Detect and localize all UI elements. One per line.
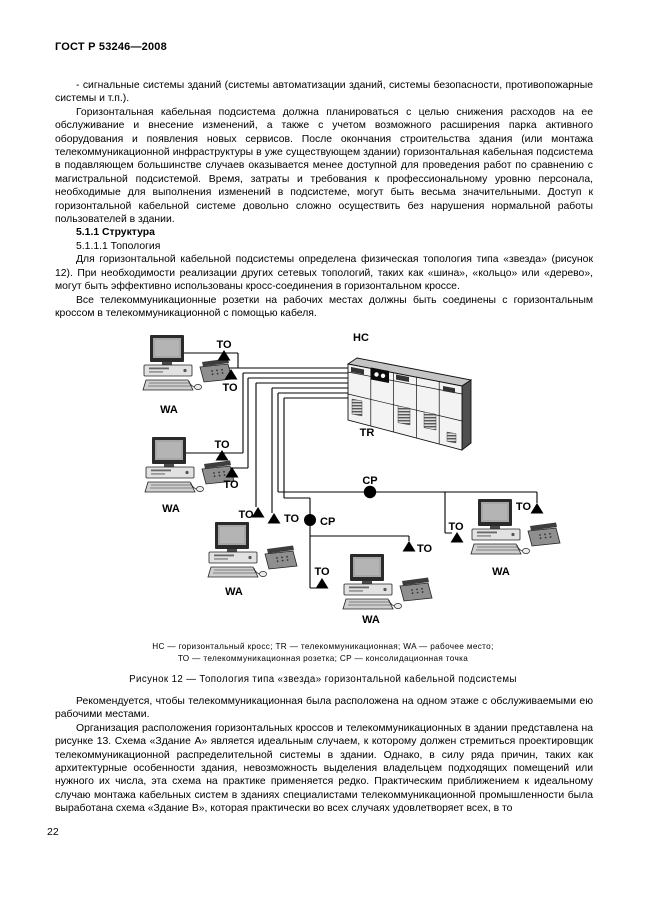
paragraph: - сигнальные системы зданий (системы авт…	[55, 80, 593, 105]
cp-label: CP	[320, 516, 335, 528]
to-connectors	[215, 350, 544, 589]
to-label: TO	[214, 439, 230, 451]
paragraph: Для горизонтальной кабельной подсистемы …	[55, 254, 593, 293]
workstation-icon	[342, 553, 433, 610]
wa-label: WA	[492, 566, 510, 578]
topology-diagram: НС TR WA WA WA WA WA TO TO TO TO TO TO T…	[142, 332, 561, 626]
cp-point-icon	[363, 485, 377, 499]
paragraph: Рекомендуется, чтобы телекоммуникационна…	[55, 696, 593, 721]
to-label: TO	[238, 509, 254, 521]
to-connector-icon	[251, 507, 265, 518]
wa-label: WA	[225, 586, 243, 598]
paragraph: Горизонтальная кабельная подсистема долж…	[55, 106, 593, 226]
to-label: TO	[516, 501, 532, 513]
to-connector-icon	[530, 503, 544, 514]
cp-label: CP	[362, 475, 377, 487]
paragraph: Организация расположения горизонтальных …	[55, 722, 593, 815]
wa-label: WA	[362, 614, 380, 626]
cp-point-icon	[304, 514, 316, 526]
tr-label: TR	[360, 427, 375, 439]
wa-label: WA	[162, 503, 180, 515]
hc-label: НС	[353, 332, 369, 344]
body-text-upper: - сигнальные системы зданий (системы авт…	[55, 79, 593, 320]
body-text-lower: Рекомендуется, чтобы телекоммуникационна…	[55, 695, 593, 816]
to-connector-icon	[267, 513, 281, 524]
to-label: TO	[314, 566, 330, 578]
to-label: TO	[223, 479, 239, 491]
document-header: ГОСТ Р 53246—2008	[55, 41, 167, 53]
wa-label: WA	[160, 404, 178, 416]
paragraph: Все телекоммуникационные розетки на рабо…	[55, 294, 593, 319]
to-label: TO	[448, 521, 464, 533]
to-label: TO	[222, 382, 238, 394]
to-connector-icon	[402, 541, 416, 552]
legend-line: НС — горизонтальный кросс; TR — телекомм…	[152, 642, 494, 651]
equipment-rack	[346, 357, 473, 451]
figure-caption: Рисунок 12 — Топология типа «звезда» гор…	[129, 674, 517, 685]
subsection-heading: 5.1.1.1 Топология	[76, 240, 161, 252]
to-label: TO	[216, 339, 232, 351]
page-number: 22	[47, 826, 59, 838]
to-label: TO	[417, 543, 433, 555]
to-connector-icon	[315, 578, 329, 589]
to-connector-icon	[217, 350, 231, 361]
to-label: TO	[284, 513, 300, 525]
legend-line: ТО — телекоммуникационная розетка; СР — …	[177, 654, 469, 663]
to-connector-icon	[450, 532, 464, 543]
section-heading: 5.1.1 Структура	[76, 227, 155, 239]
to-connector-icon	[224, 369, 238, 380]
to-connector-icon	[225, 467, 239, 478]
to-connector-icon	[215, 450, 229, 461]
workstation-icon	[207, 521, 298, 578]
figure-legend: НС — горизонтальный кросс; TR — телекомм…	[0, 641, 646, 665]
